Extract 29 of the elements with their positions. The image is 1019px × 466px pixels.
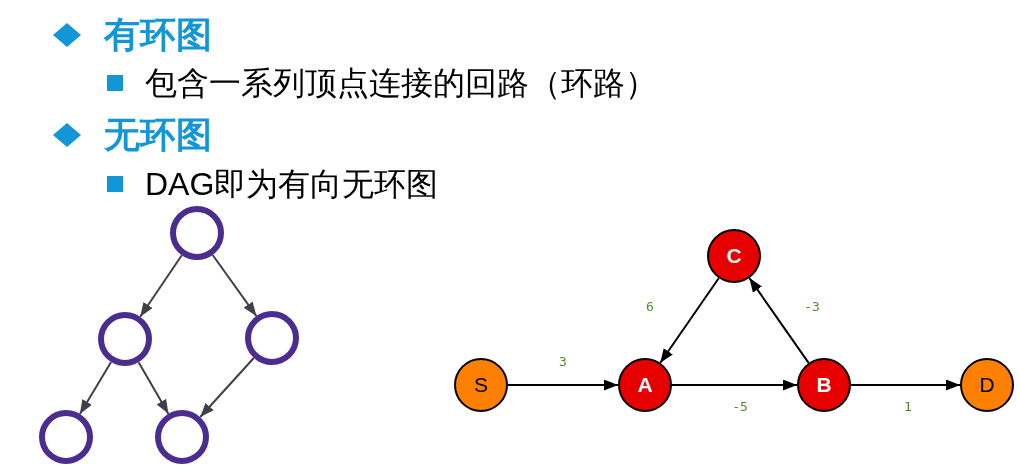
arrow <box>78 361 113 415</box>
bullet-text: 包含一系列顶点连接的回路（环路） <box>145 64 657 103</box>
vertex-circle <box>39 410 93 464</box>
arrow <box>199 357 255 418</box>
bullet-heading: 无环图 <box>104 115 212 155</box>
vertex-circle <box>797 358 851 412</box>
vertex-label: S <box>474 373 488 397</box>
arrow <box>139 254 183 318</box>
arrow <box>137 361 170 415</box>
vertex-label: C <box>726 244 742 268</box>
vertex-circle <box>155 410 209 464</box>
vertex-circle <box>170 206 224 260</box>
arrow <box>507 379 619 391</box>
vertex-circle <box>245 311 299 365</box>
arrow <box>748 277 810 364</box>
vertex-circle <box>707 229 761 283</box>
arrow <box>850 379 961 391</box>
vertex-label: D <box>979 373 995 397</box>
bullet-text: DAG即为有向无环图 <box>145 165 439 204</box>
vertex-circle <box>960 358 1014 412</box>
arrow <box>671 379 798 391</box>
vertex-circle <box>98 312 152 366</box>
vertex-label: A <box>637 373 653 397</box>
vertex-circle <box>618 358 672 412</box>
vertex-label: B <box>816 373 832 397</box>
arrow <box>659 277 720 364</box>
vertex-circle <box>454 358 508 412</box>
bullet-heading: 有环图 <box>104 15 212 55</box>
arrow <box>211 254 258 317</box>
